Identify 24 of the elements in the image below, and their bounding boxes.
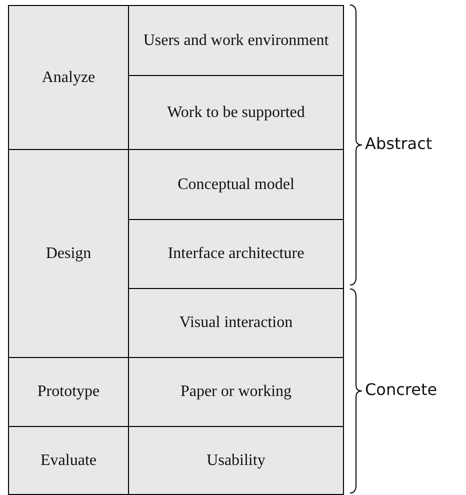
brace-label: Abstract xyxy=(365,134,432,153)
activity-label: Usability xyxy=(206,450,266,470)
activity-label: Work to be supported xyxy=(166,102,306,122)
table-cell xyxy=(128,288,344,358)
activity-label: Users and work environment xyxy=(142,30,330,50)
table-cell xyxy=(128,5,344,76)
brace-label: Concrete xyxy=(365,380,438,399)
table-cell xyxy=(8,357,129,427)
phase-label: Evaluate xyxy=(40,450,98,470)
table-cell xyxy=(128,149,344,220)
phase-label: Visual interaction xyxy=(178,313,294,333)
table-cell xyxy=(128,75,344,150)
table-cell xyxy=(8,5,129,150)
activity-label: Paper or working xyxy=(179,382,293,402)
activity-label: Interface architecture xyxy=(166,244,306,264)
phase-label: Analyze xyxy=(40,68,96,88)
table-cell xyxy=(128,426,344,495)
table-cell xyxy=(128,357,344,427)
phase-label: Design xyxy=(44,244,92,264)
table-cell xyxy=(8,426,129,495)
phase-label: Prototype xyxy=(36,382,101,402)
table-cell xyxy=(8,149,129,358)
table-cell xyxy=(128,219,344,289)
activity-label: Conceptual model xyxy=(176,174,296,194)
